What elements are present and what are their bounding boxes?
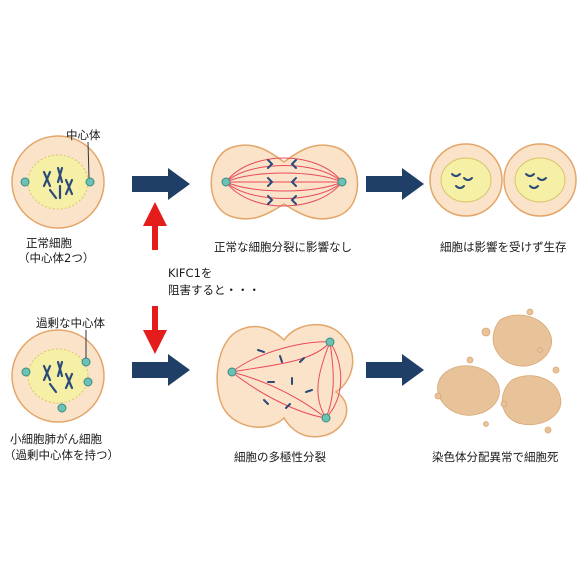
centrosome-left: [20, 177, 30, 187]
multipolar-division-label: 細胞の多極性分裂: [234, 450, 326, 464]
dead-cell-debris: [434, 308, 562, 434]
centrosome-label: 中心体: [66, 128, 101, 142]
normal-dividing-cell: [210, 144, 359, 220]
daughter-cells: [429, 143, 577, 217]
normal-cell-label-2: （中心体2つ）: [18, 251, 95, 265]
cancer-cell: [11, 329, 105, 423]
cancer-result-label: 染色体分配異常で細胞死: [432, 450, 559, 464]
inhibit-label-2: 阻害すると・・・: [168, 283, 260, 297]
cancer-cell-label-1: 小細胞肺がん細胞: [10, 432, 102, 446]
right-arrow-icon: [132, 168, 190, 200]
right-arrow-icon: [366, 354, 424, 386]
normal-result-label: 細胞は影響を受けず生存: [440, 240, 567, 254]
cancer-cell-label-2: （過剰中心体を持つ）: [4, 448, 119, 462]
normal-cell-label-1: 正常細胞: [26, 236, 72, 250]
right-arrow-icon: [132, 354, 190, 386]
normal-division-label: 正常な細胞分裂に影響なし: [214, 240, 352, 254]
centrosome-right: [85, 177, 95, 187]
inhibit-label-1: KIFC1を: [168, 266, 213, 280]
excess-centrosome-label: 過剰な中心体: [36, 316, 105, 330]
multipolar-dividing-cell: [216, 323, 354, 438]
right-arrow-icon: [366, 168, 424, 200]
normal-cell: [11, 135, 105, 229]
centrosome-pointer: [87, 141, 90, 179]
